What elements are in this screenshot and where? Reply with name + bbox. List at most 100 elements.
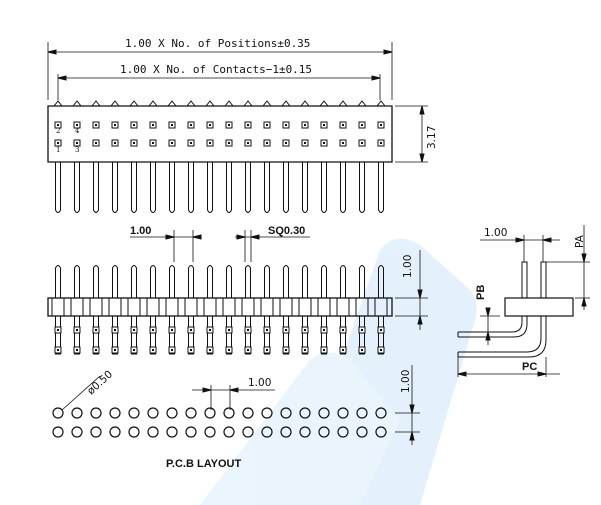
pin-lower-dot	[361, 349, 363, 351]
pin-lower	[188, 315, 194, 355]
pin-top	[131, 265, 137, 298]
pin-square	[320, 121, 328, 129]
pin-top	[302, 265, 308, 298]
pin-lower-dot	[57, 329, 59, 331]
pin-lower-dot	[304, 349, 306, 351]
pin-square-dot	[285, 142, 287, 144]
front-view	[47, 230, 428, 355]
pin-lower	[169, 315, 175, 355]
pin-number-3: 3	[75, 146, 79, 154]
pcb-hole	[375, 407, 387, 419]
pin-body-cell	[222, 297, 236, 317]
pin-top	[93, 265, 99, 298]
pcb-hole	[280, 426, 292, 438]
pcb-hole	[128, 407, 140, 419]
pin-top	[245, 265, 251, 298]
pcb-hole	[71, 426, 83, 438]
pcb-hole	[204, 426, 216, 438]
pin-square	[339, 139, 347, 147]
pcb-row-dimension: 1.00	[400, 370, 412, 393]
pin-lower	[207, 315, 213, 355]
pin-square-dot	[95, 142, 97, 144]
pin-body-cell	[260, 297, 274, 317]
pin-top	[55, 265, 61, 298]
pin-lower-dot	[323, 329, 325, 331]
pin-square	[149, 121, 157, 129]
pin-square-dot	[380, 124, 382, 126]
pin-lower	[359, 315, 365, 355]
pin-leg	[188, 162, 194, 213]
pcb-hole	[299, 426, 311, 438]
pin-lower	[340, 315, 346, 355]
pin-lower-dot	[228, 349, 230, 351]
pin-square-dot	[95, 124, 97, 126]
pin-leg	[283, 162, 289, 213]
side-pitch-dimension: 1.00	[484, 227, 507, 239]
pin-square	[187, 139, 195, 147]
pin-square-dot	[171, 124, 173, 126]
pcb-hole	[337, 426, 349, 438]
pin-lower-dot	[380, 329, 382, 331]
pin-lower	[93, 315, 99, 355]
pcb-hole	[318, 426, 330, 438]
pin-lower	[264, 315, 270, 355]
pin-square-dot	[171, 142, 173, 144]
pin-leg	[112, 162, 118, 213]
pcb-hole	[223, 407, 235, 419]
watermark	[200, 238, 477, 505]
pin-leg	[55, 162, 61, 213]
pin-square	[111, 139, 119, 147]
pin-lower-dot	[114, 329, 116, 331]
pin-square-dot	[152, 142, 154, 144]
pin-leg	[226, 162, 232, 213]
row-gap-dimension: 1.00	[402, 255, 414, 278]
pin-top	[321, 265, 327, 298]
pin-lower-dot	[304, 329, 306, 331]
pin-leg	[93, 162, 99, 213]
pin-lower-dot	[342, 349, 344, 351]
pcb-hole	[242, 407, 254, 419]
pin-leg	[245, 162, 251, 213]
pin-square-dot	[266, 142, 268, 144]
pin-square-dot	[209, 142, 211, 144]
side-view	[457, 225, 590, 377]
pin-square	[282, 139, 290, 147]
pcb-hole	[90, 407, 102, 419]
pin-square	[54, 121, 62, 129]
pin-lower-dot	[190, 329, 192, 331]
pin-leg	[359, 162, 365, 213]
pcb-hole	[261, 426, 273, 438]
pcb-layout-title: P.C.B LAYOUT	[166, 458, 241, 470]
pin-square-dot	[133, 124, 135, 126]
pin-lower-dot	[285, 349, 287, 351]
pin-square	[358, 139, 366, 147]
pc-label: PC	[522, 361, 537, 373]
pin-body-cell	[165, 297, 179, 317]
pin-top	[207, 265, 213, 298]
pin-top	[340, 265, 346, 298]
pcb-hole	[128, 426, 140, 438]
pin-lower	[321, 315, 327, 355]
pin-square	[73, 139, 81, 147]
pin-square	[73, 121, 81, 129]
pin-number-2: 2	[56, 127, 60, 135]
pin-square	[225, 139, 233, 147]
pin-square	[92, 121, 100, 129]
pin-top	[74, 265, 80, 298]
pin-lower-dot	[209, 329, 211, 331]
pin-top	[188, 265, 194, 298]
hole-diameter-dimension: ø0.50	[85, 368, 115, 397]
pin-lower-dot	[133, 349, 135, 351]
pin-leg	[264, 162, 270, 213]
pin-square	[244, 139, 252, 147]
pin-body-cell	[279, 297, 293, 317]
pin-lower	[131, 315, 137, 355]
pin-square-dot	[304, 124, 306, 126]
pin-lower-dot	[228, 329, 230, 331]
pin-square	[168, 139, 176, 147]
pin-top	[283, 265, 289, 298]
pin-square-dot	[152, 124, 154, 126]
pcb-hole	[261, 407, 273, 419]
pin-square-dot	[114, 142, 116, 144]
